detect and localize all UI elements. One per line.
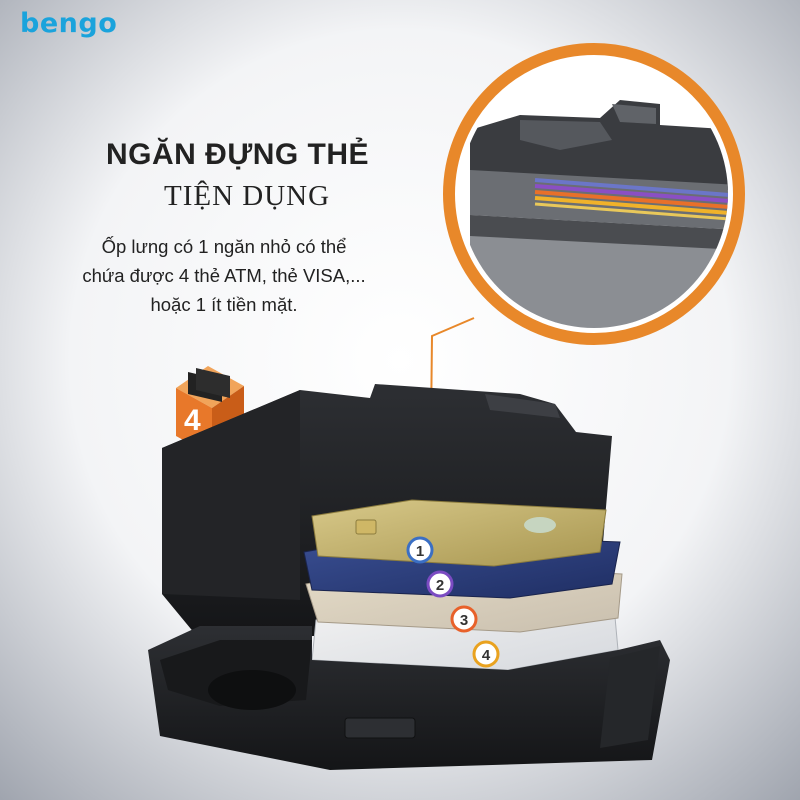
description: Ốp lưng có 1 ngăn nhỏ có thể chứa được 4…: [54, 232, 394, 319]
headline-title: NGĂN ĐỰNG THẺ: [106, 138, 370, 171]
storage-badge-number: 4: [184, 404, 201, 437]
description-line-3: hoặc 1 ít tiền mặt.: [150, 294, 298, 315]
card-marker-3: 3: [450, 605, 478, 633]
card-marker-2-label: 2: [436, 577, 444, 594]
card-marker-4: 4: [472, 640, 500, 668]
zoom-detail-circle: [443, 43, 745, 345]
card-stack: [303, 499, 623, 671]
card-marker-4-label: 4: [482, 647, 491, 664]
bengo-logo[interactable]: bengo: [20, 8, 118, 39]
card-marker-3-label: 3: [460, 612, 468, 629]
card-marker-1-label: 1: [416, 543, 424, 560]
headline-subtitle: TIỆN DỤNG: [164, 180, 331, 212]
card-marker-1: 1: [406, 536, 434, 564]
card-marker-2: 2: [426, 570, 454, 598]
description-line-2: chứa được 4 thẻ ATM, thẻ VISA,...: [82, 265, 366, 286]
description-line-1: Ốp lưng có 1 ngăn nhỏ có thể: [101, 236, 347, 257]
phone-case-base: [148, 626, 670, 770]
card-1: [311, 499, 607, 567]
